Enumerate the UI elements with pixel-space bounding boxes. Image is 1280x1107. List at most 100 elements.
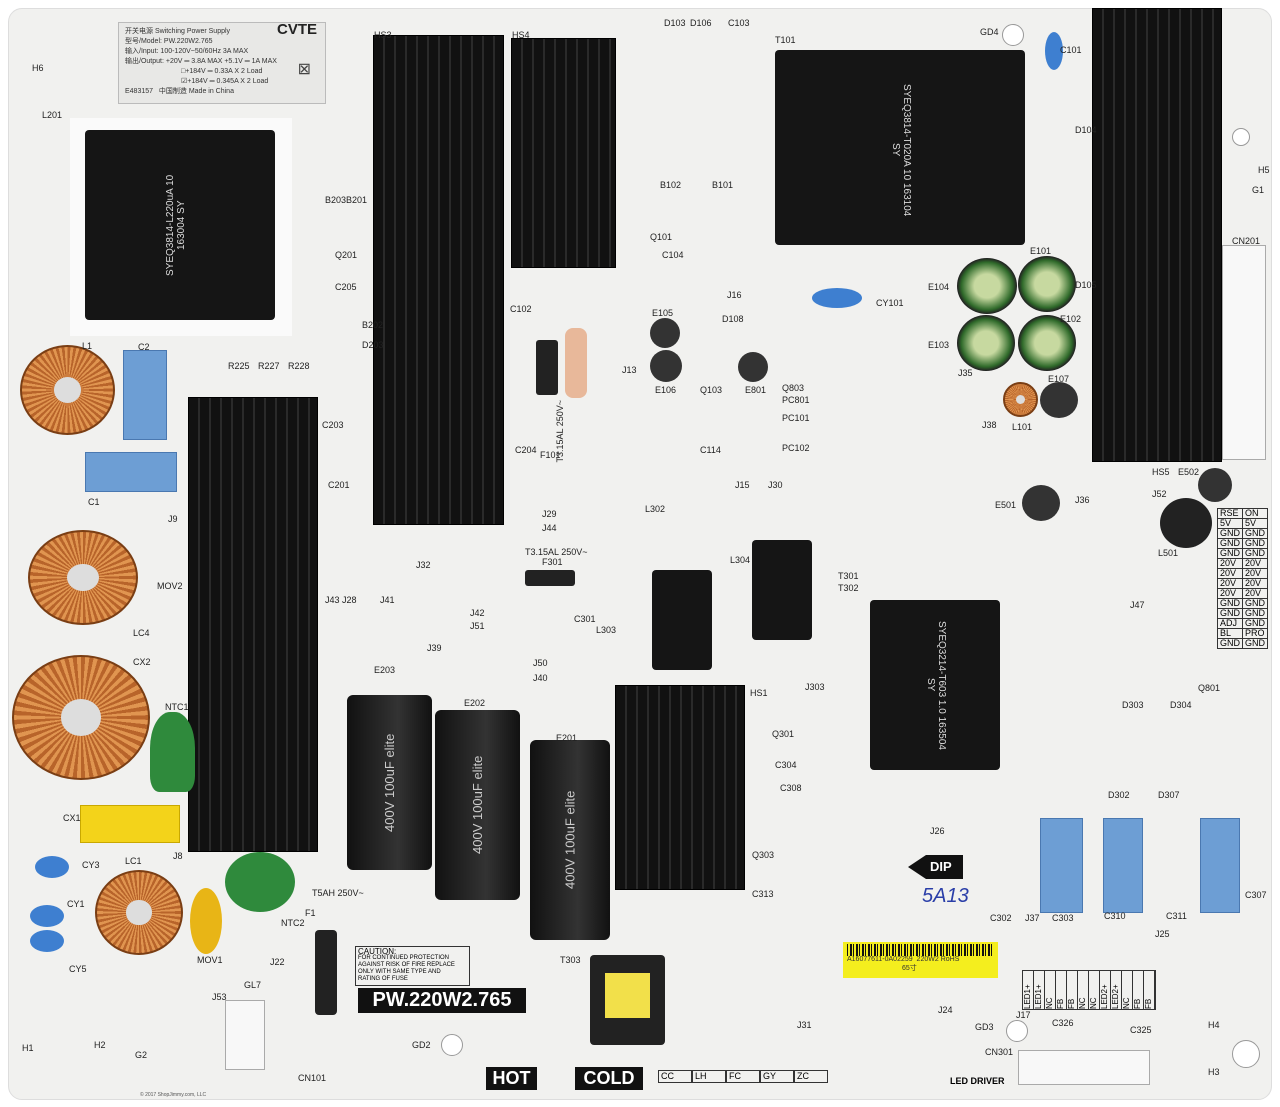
l201-marking: SYEQ3814-L220uA 10 163004 SY xyxy=(165,174,187,276)
ref-j32: J32 xyxy=(416,560,431,570)
capacitor-e201: 400V 100uF elite xyxy=(530,740,610,940)
ref-c325: C325 xyxy=(1130,1025,1152,1035)
pin-label: GND xyxy=(1217,538,1243,549)
ref-pc102: PC102 xyxy=(782,443,810,453)
fuse-f1 xyxy=(315,930,337,1015)
pin-label: 20V xyxy=(1217,558,1243,569)
pin-label: FB xyxy=(1067,971,1078,1009)
ref-j31: J31 xyxy=(797,1020,812,1030)
test-box: GY xyxy=(760,1070,794,1083)
ref-r227: R227 xyxy=(258,361,280,371)
led-driver-label: LED DRIVER xyxy=(950,1076,1005,1086)
ref-c326: C326 xyxy=(1052,1018,1074,1028)
ref-q101: Q101 xyxy=(650,232,673,242)
origin-cn: 中国制造 xyxy=(158,88,187,95)
ref-j8: J8 xyxy=(173,851,183,861)
ref-gd2: GD2 xyxy=(412,1040,431,1050)
ref-h4: H4 xyxy=(1208,1020,1220,1030)
load1: □+184V ═ 0.33A X 2 Load xyxy=(181,68,263,75)
caution-line: ONLY WITH SAME TYPE AND xyxy=(358,969,441,975)
ref-j30: J30 xyxy=(768,480,783,490)
connector-cn301[interactable] xyxy=(1018,1050,1150,1085)
capacitor-c307 xyxy=(1200,818,1240,913)
barcode-icon xyxy=(847,944,994,956)
label-title-cn: 开关电源 xyxy=(125,28,153,35)
cert-number: E483157 xyxy=(125,88,154,95)
transformer-l201: SYEQ3814-L220uA 10 163004 SY xyxy=(85,130,275,320)
ref-e801: E801 xyxy=(745,385,767,395)
ref-e202: E202 xyxy=(464,698,486,708)
ref-j28: J28 xyxy=(342,595,357,605)
ref-f301: F301 xyxy=(542,557,563,567)
pin-label: GND xyxy=(1242,608,1268,619)
ref-f1: F1 xyxy=(305,908,316,918)
hot-label: HOT xyxy=(486,1067,537,1090)
connector-cn101[interactable] xyxy=(225,1000,265,1070)
capacitor-cy5 xyxy=(30,930,64,952)
ref-l201: L201 xyxy=(42,110,63,120)
ref-h1: H1 xyxy=(22,1043,34,1053)
ref-j37: J37 xyxy=(1025,913,1040,923)
ref-h2: H2 xyxy=(94,1040,106,1050)
ref-c311: C311 xyxy=(1166,911,1187,921)
ref-q301: Q301 xyxy=(772,729,795,739)
ref-cx1: CX1 xyxy=(63,813,81,823)
connector-cn201[interactable] xyxy=(1222,245,1266,460)
inductor-lc4 xyxy=(28,530,138,625)
ref-h5: H5 xyxy=(1258,165,1270,175)
ref-c104: C104 xyxy=(662,250,684,260)
ref-d203: D203 xyxy=(362,340,384,350)
transformer-t303 xyxy=(590,955,665,1045)
t101-marking: SYEQ3814-T020A 10 163104 SY xyxy=(890,83,912,217)
sticker-code: A16077611-0A02259 xyxy=(847,956,913,963)
ref-j22: J22 xyxy=(270,957,285,967)
ref-j52: J52 xyxy=(1152,489,1167,499)
mount-hole-g1 xyxy=(1232,128,1250,146)
ref-j25: J25 xyxy=(1155,929,1170,939)
ref-c102: C102 xyxy=(510,304,532,314)
ref-g2: G2 xyxy=(135,1050,148,1060)
capacitor-cy3 xyxy=(35,856,69,878)
pin-label: GND xyxy=(1242,538,1268,549)
pin-label: NC xyxy=(1078,971,1089,1009)
ref-j29: J29 xyxy=(542,509,557,519)
ref-cy3: CY3 xyxy=(82,860,100,870)
capacitor-cx1 xyxy=(80,805,180,843)
transformer-t302: SYEQ3214-T603 1.0 163504 SY xyxy=(870,600,1000,770)
ref-d303: D303 xyxy=(1122,700,1144,710)
ref-d105: D105 xyxy=(1075,280,1097,290)
pin-label: NC xyxy=(1089,971,1100,1009)
cold-label: COLD xyxy=(575,1067,643,1090)
ref-q801: Q801 xyxy=(1198,683,1221,693)
pin-label: GND xyxy=(1242,618,1268,629)
capacitor-c310 xyxy=(1103,818,1143,913)
pin-label: GND xyxy=(1217,598,1243,609)
pin-label: LED2+ xyxy=(1100,971,1111,1009)
ref-l101: L101 xyxy=(1012,422,1033,432)
ref-c203: C203 xyxy=(322,420,344,430)
test-box: ZC xyxy=(794,1070,828,1083)
handwriting: 5A13 xyxy=(922,885,969,907)
pin-label: 5V xyxy=(1242,518,1268,529)
ref-e106: E106 xyxy=(655,385,677,395)
pin-label: LED1+ xyxy=(1034,971,1045,1009)
pin-label: RSE xyxy=(1217,508,1243,519)
caution-line: AGAINST RISK OF FIRE REPLACE xyxy=(358,962,455,968)
ref-b202: B202 xyxy=(362,320,384,330)
pin-label: GND xyxy=(1242,548,1268,559)
ref-c303: C303 xyxy=(1052,913,1074,923)
fuse-f301 xyxy=(525,570,575,586)
ref-cn201: CN201 xyxy=(1232,236,1261,246)
inductor-l101 xyxy=(1003,382,1038,417)
test-box: CC xyxy=(658,1070,692,1083)
pin-label: 5V xyxy=(1217,518,1243,529)
transformer-t101: SYEQ3814-T020A 10 163104 SY xyxy=(775,50,1025,245)
